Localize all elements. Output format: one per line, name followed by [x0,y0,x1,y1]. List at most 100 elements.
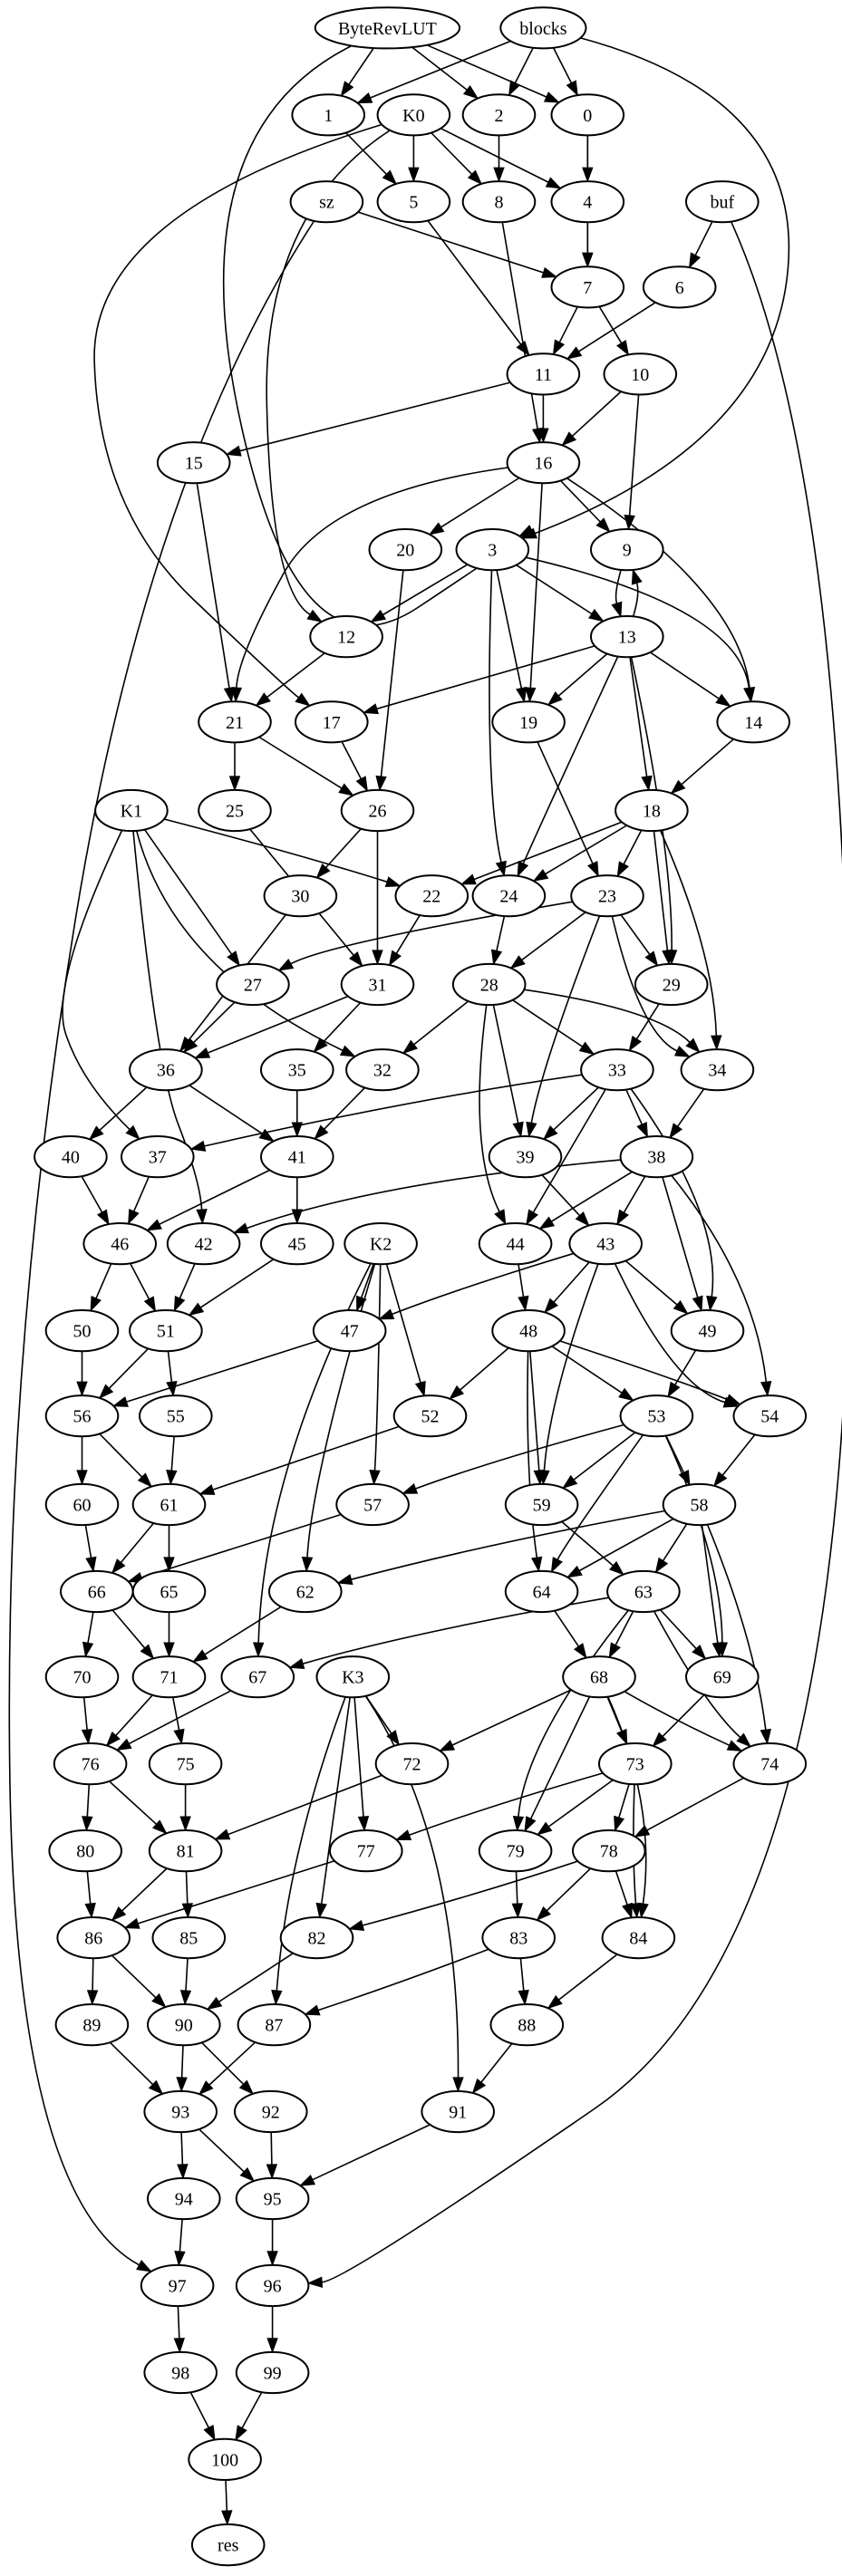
edge-61-to-66 [111,1522,155,1575]
node-ellipse [550,180,625,224]
node-ellipse [268,1569,343,1614]
node-label: 64 [533,1583,551,1603]
node-label: 23 [598,887,616,907]
arrowhead-icon [736,1732,752,1748]
arrowhead-icon [355,776,368,793]
arrowhead-icon [166,1469,178,1486]
node-ellipse [289,180,364,224]
node-74: 74 [732,1742,808,1786]
edge-93-to-94 [177,2132,189,2180]
node-ellipse [562,1655,636,1699]
arrowhead-icon [711,1035,722,1051]
arrowhead-icon [588,608,605,622]
edge-96-to-99 [266,2306,278,2354]
edge-68-to-79 [524,1696,591,1833]
node-89: 89 [54,2003,130,2047]
edge-43-to-49 [624,1259,689,1315]
node-26: 26 [340,788,415,833]
arrowhead-icon [179,1990,192,2006]
arrowhead-icon [715,693,731,708]
node-ellipse [662,1482,737,1527]
edge-56-to-60 [76,1436,88,1486]
node-label: 98 [171,2364,189,2384]
node-label: 94 [175,2190,193,2210]
edge-82-to-90 [206,1953,294,2011]
node-84: 84 [601,1916,676,1960]
arrowhead-icon [520,527,538,539]
node-label: 2 [495,106,504,126]
arrowhead-icon [706,1295,718,1312]
arrowhead-icon [531,1556,543,1573]
arrowhead-icon [85,1556,97,1573]
node-25: 25 [198,788,272,833]
edge-k1-to-32 [135,830,356,1057]
arrowhead-icon [493,167,505,183]
arrowhead-icon [537,1821,553,1836]
node-95: 95 [235,2176,310,2221]
node-label: 73 [626,1755,644,1775]
edge-k3-to-91 [364,1695,464,2093]
arrowhead-icon [536,1905,551,1922]
arrowhead-icon [608,1642,621,1659]
node-77: 77 [329,1829,403,1873]
edge-38-to-43 [616,1175,646,1226]
edge-19-to-23 [537,741,599,878]
arrowhead-icon [203,2425,216,2441]
node-ellipse [598,1742,673,1786]
node-ellipse [550,265,625,309]
arrowhead-icon [518,1295,529,1312]
edge-3-to-12 [370,564,469,622]
edge-20-to-26 [375,570,404,792]
node-label: 42 [195,1235,213,1255]
arrowhead-icon [349,951,363,968]
node-100: 100 [188,2437,262,2481]
node-ellipse [572,1829,646,1873]
node-63: 63 [606,1569,681,1614]
arrowhead-icon [384,876,402,888]
arrowhead-icon [547,691,563,706]
arrowhead-icon [277,959,295,971]
edge-18-to-29 [653,831,673,966]
edge-78-to-84 [615,1870,633,1919]
edge-84-to-88 [547,1954,618,2010]
arrowhead-icon [533,1469,545,1486]
arrowhead-icon [151,1819,168,1835]
arrowhead-icon [566,80,578,97]
arrowhead-icon [198,1484,216,1495]
node-label: 0 [583,106,592,126]
node-48: 48 [491,1309,566,1353]
node-label: 59 [533,1496,551,1516]
arrowhead-icon [538,1216,556,1230]
node-ellipse [121,1135,195,1179]
edge-23-to-29 [620,914,659,967]
node-60: 60 [44,1482,120,1527]
node-88: 88 [489,2003,565,2047]
edge-58-to-69 [701,1524,723,1658]
node-42: 42 [166,1222,241,1266]
node-label: 28 [480,976,498,996]
node-label: 69 [713,1668,731,1688]
edge-41-to-45 [291,1177,304,1225]
arrowhead-icon [512,1121,524,1138]
node-label: blocks [519,19,566,39]
node-label: 7 [583,278,592,298]
arrowhead-icon [547,1994,563,2010]
arrowhead-icon [561,431,577,447]
node-ellipse [44,1482,120,1527]
arrowhead-icon [82,1816,93,1832]
edge-88-to-91 [471,2042,513,2095]
edge-90-to-93 [176,2045,188,2093]
node-59: 59 [504,1482,579,1527]
edge-42-to-51 [173,1263,196,1312]
edge-3-to-13 [516,564,605,622]
edge-3-to-19 [496,569,527,703]
edge-13-to-18 [629,657,653,792]
arrowhead-icon [173,2338,185,2354]
arrowhead-icon [511,1903,523,1919]
node-label: 26 [369,802,387,822]
edge-2-to-8 [493,135,505,183]
arrowhead-icon [306,2276,324,2288]
node-81: 81 [148,1829,223,1873]
node-ellipse [312,1309,387,1353]
edge-53-to-64 [550,1434,644,1573]
